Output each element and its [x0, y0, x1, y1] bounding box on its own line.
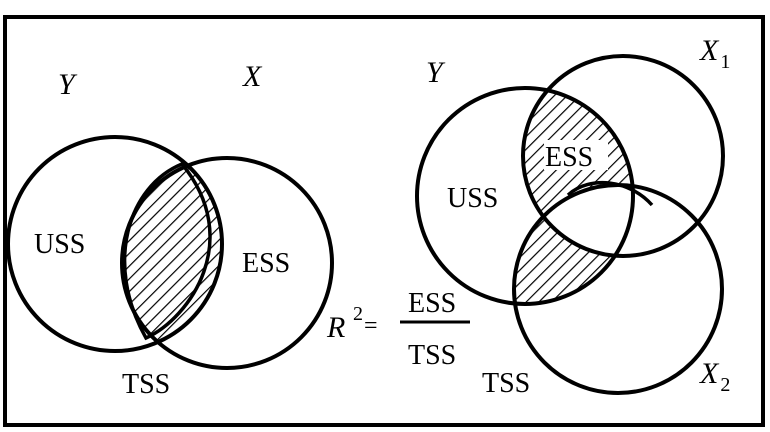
left-venn: Y X USS ESS TSS — [6, 60, 334, 400]
r-squared-formula: R 2 = ESS TSS — [326, 288, 470, 371]
label-uss: USS — [447, 183, 498, 214]
inner-overlap-arc — [566, 181, 654, 207]
formula-numerator: ESS — [408, 288, 456, 319]
label-y: Y — [58, 68, 78, 101]
label-uss: USS — [34, 229, 85, 260]
explained-overlap-hatch — [122, 158, 222, 351]
y-circle — [6, 135, 224, 353]
label-x: X — [242, 60, 263, 93]
x-circle — [120, 156, 334, 370]
formula-exponent: 2 — [353, 303, 363, 325]
formula-equals: = — [364, 313, 378, 339]
label-ess: ESS — [242, 248, 290, 279]
x1-circle — [521, 54, 725, 258]
ess-label-backing — [544, 140, 608, 170]
y-circle — [415, 86, 635, 306]
figure-border — [3, 15, 765, 427]
formula-r: R — [326, 311, 345, 344]
label-tss: TSS — [482, 368, 530, 399]
x2-circle — [512, 183, 724, 395]
label-tss: TSS — [122, 369, 170, 400]
label-y: Y — [426, 56, 446, 89]
label-ess: ESS — [545, 142, 593, 173]
formula-denominator: TSS — [408, 340, 456, 371]
